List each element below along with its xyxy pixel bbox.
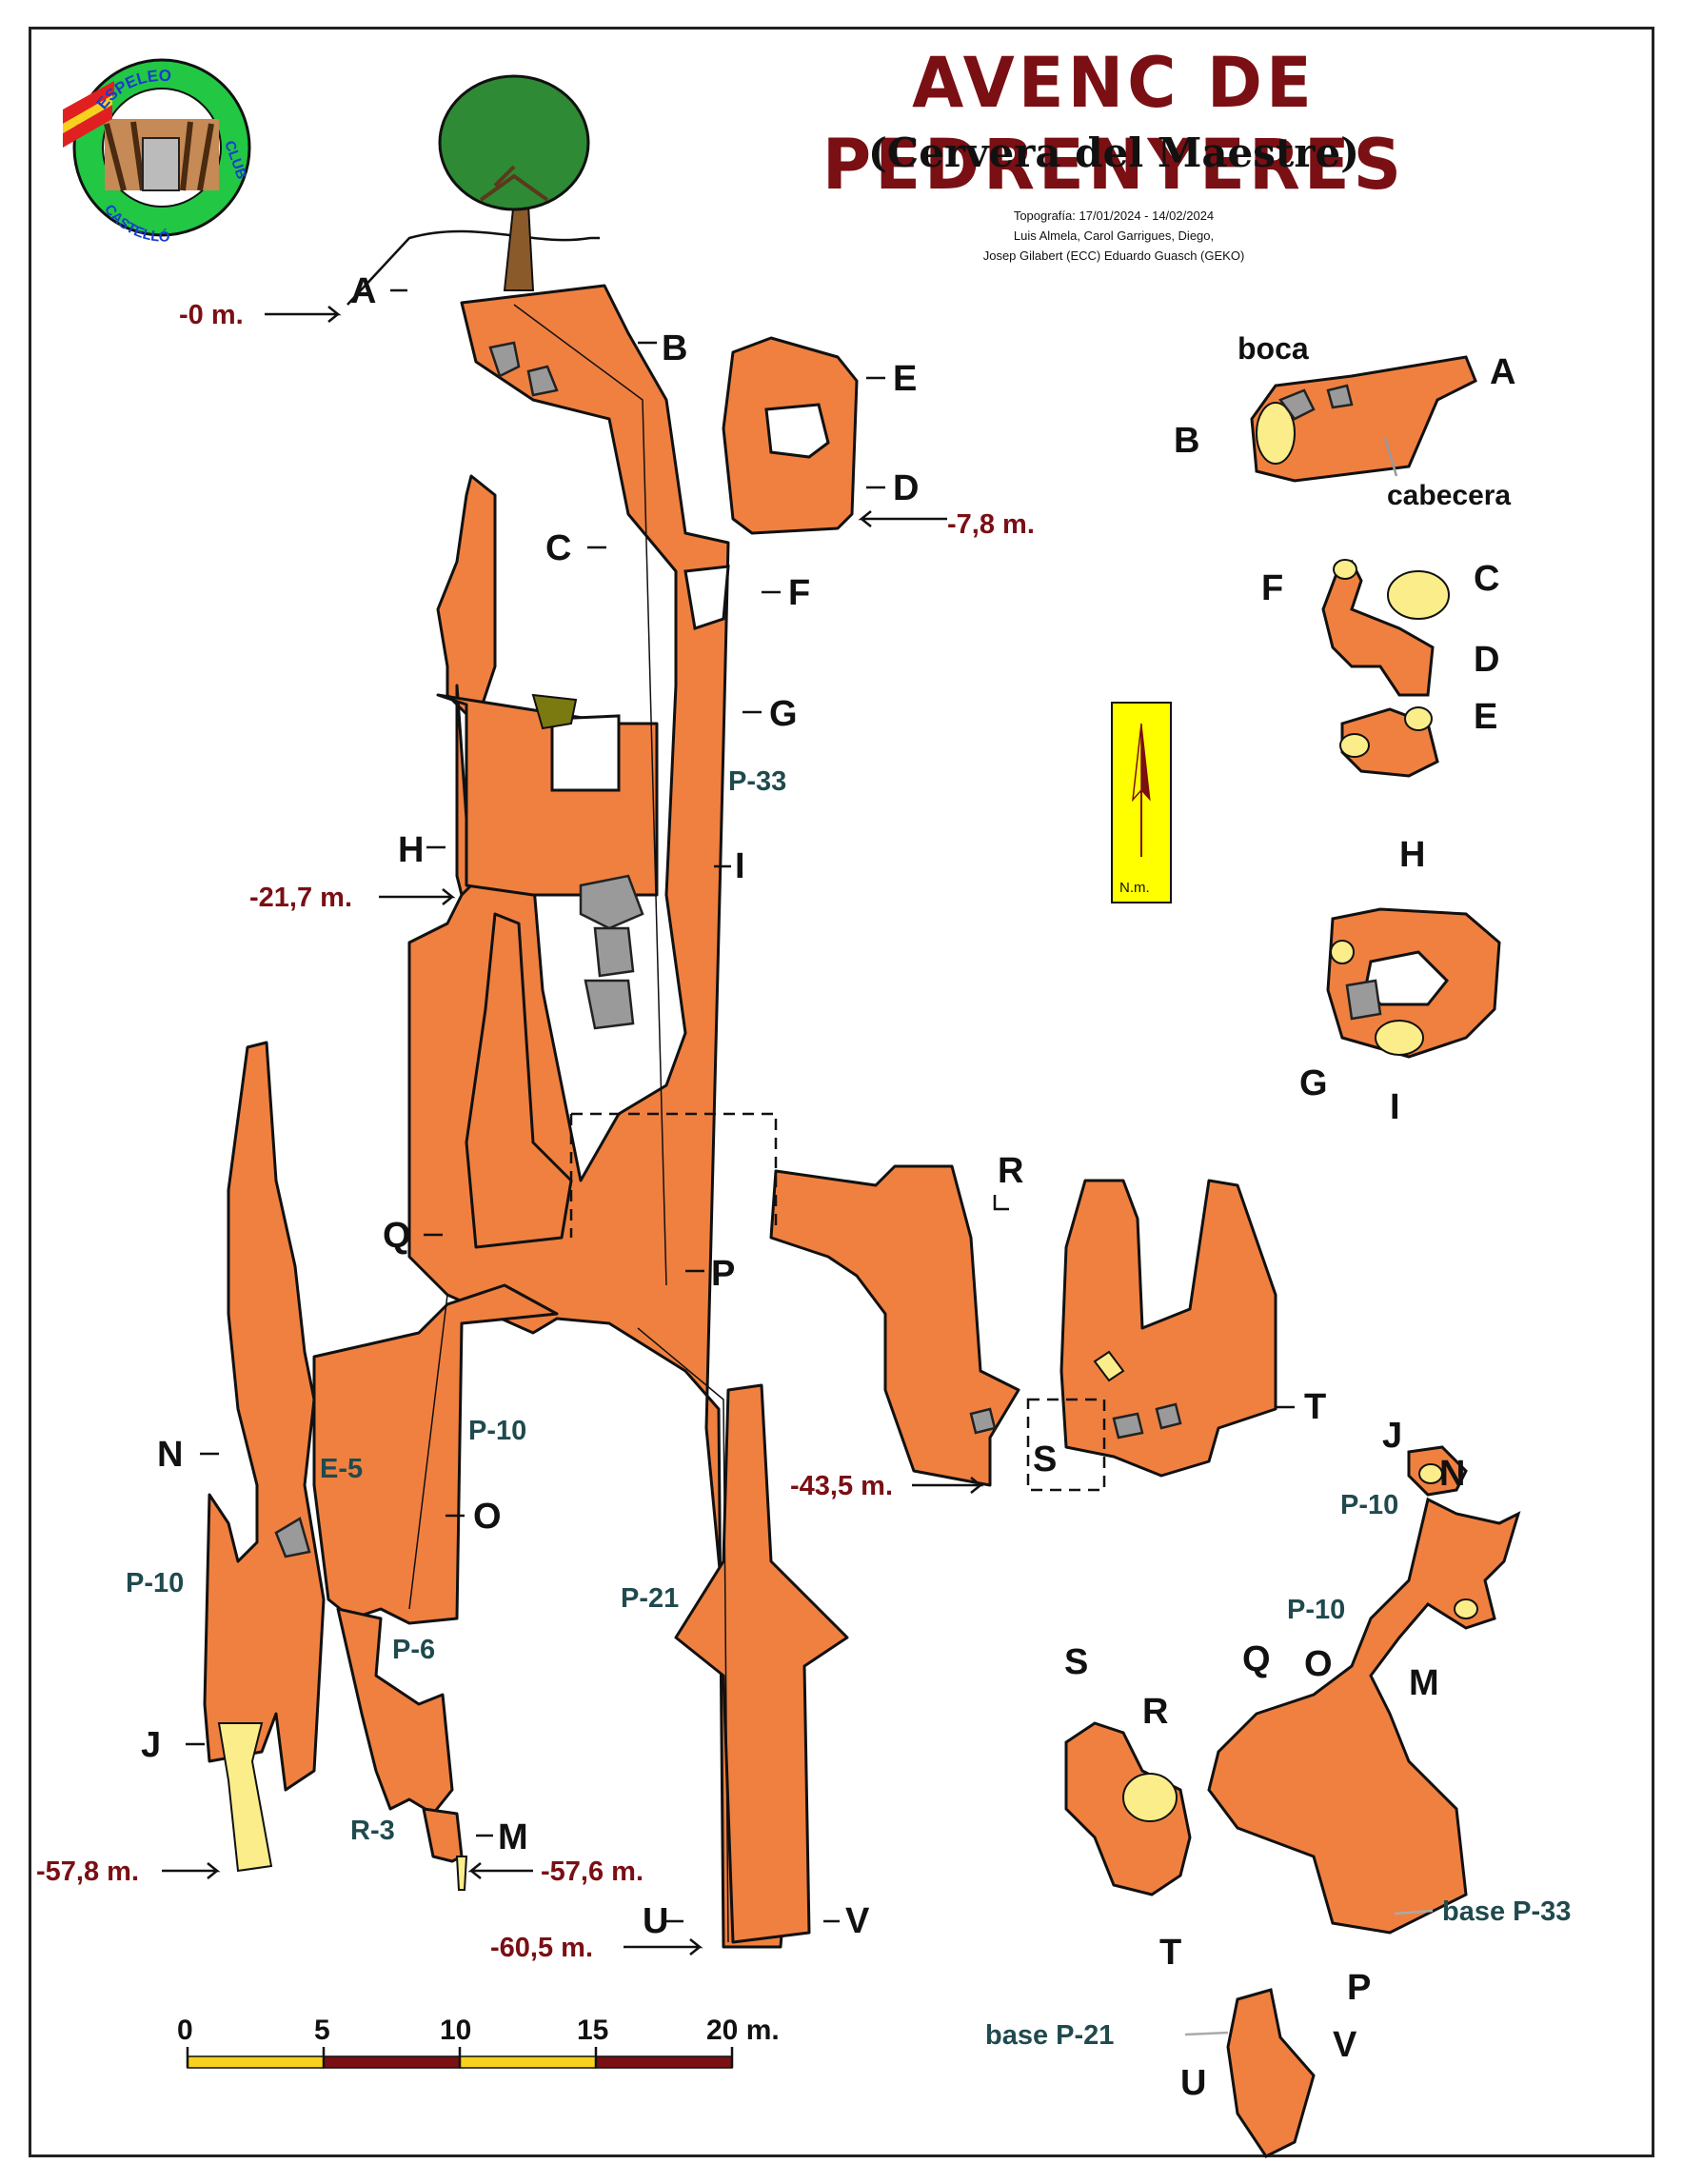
scale-tick-5: 5 (314, 2015, 330, 2046)
depth-57-8: -57,8 m. (36, 1856, 139, 1887)
plan-label-s: S (1064, 1642, 1088, 1682)
label-f: F (788, 573, 810, 613)
label-i: I (735, 846, 745, 886)
plan-label-r: R (1142, 1692, 1168, 1732)
plan-note-base-p33: base P-33 (1442, 1896, 1571, 1927)
credits-line-2: Luis Almela, Carol Garrigues, Diego, (1013, 228, 1215, 243)
plan-pitch-p10-a: P-10 (1340, 1490, 1398, 1520)
plan-label-f: F (1261, 568, 1283, 608)
scale-tick-15: 15 (577, 2015, 608, 2046)
pitch-r3: R-3 (350, 1816, 395, 1846)
label-t: T (1304, 1387, 1326, 1427)
label-g: G (769, 694, 798, 734)
pitch-p10-left: P-10 (126, 1568, 184, 1598)
plan-label-u: U (1180, 2063, 1206, 2103)
label-u: U (643, 1901, 668, 1941)
plan-label-m: M (1409, 1663, 1439, 1703)
north-arrow: N.m. (1111, 702, 1172, 903)
plan-label-c: C (1474, 559, 1499, 599)
plan-label-h: H (1399, 835, 1425, 875)
pitch-p33: P-33 (728, 766, 786, 797)
plan-pitch-p10-b: P-10 (1287, 1595, 1345, 1625)
cross-sections: boca A B cabecera F C D E H G I N J O M (985, 331, 1571, 2158)
north-label: N.m. (1119, 880, 1150, 896)
plan-label-i: I (1390, 1087, 1400, 1127)
plan-label-v: V (1333, 2025, 1357, 2065)
plan-note-boca: boca (1238, 331, 1309, 366)
label-q: Q (383, 1216, 411, 1256)
depth-43-5: -43,5 m. (790, 1471, 893, 1501)
depth-markers: -0 m. -7,8 m. -21,7 m. -43,5 m. -57,8 m.… (36, 300, 1035, 1963)
elevation-labels: A B C D E F G H I P Q R S T N O J M U V (141, 271, 1326, 1941)
plan-label-n: N (1439, 1454, 1465, 1494)
label-e: E (893, 359, 917, 399)
label-a: A (350, 271, 376, 311)
map-title: AVENC DE PEDRENYERES (822, 41, 1406, 207)
depth-0: -0 m. (179, 300, 244, 330)
label-m: M (498, 1817, 528, 1857)
label-d: D (893, 468, 919, 508)
label-v: V (845, 1901, 870, 1941)
label-b: B (662, 328, 687, 368)
scale-bar: 0 5 10 15 20 m. (177, 2015, 780, 2069)
pitch-p10-upper: P-10 (468, 1416, 526, 1446)
credits-line-1: Topografía: 17/01/2024 - 14/02/2024 (1013, 208, 1215, 223)
label-c: C (545, 528, 571, 568)
plan-label-b: B (1174, 421, 1199, 461)
depth-60-5: -60,5 m. (490, 1933, 593, 1963)
map-subtitle: (Cervera del Maestre) (867, 129, 1360, 176)
plan-label-a: A (1490, 352, 1515, 392)
map-frame (29, 27, 1654, 2157)
label-o: O (473, 1497, 502, 1537)
cave-elevation (203, 284, 1277, 1949)
survey-credits: Topografía: 17/01/2024 - 14/02/2024 Luis… (904, 206, 1323, 266)
plan-label-t: T (1159, 1933, 1181, 1973)
plan-label-g: G (1299, 1063, 1328, 1103)
plan-note-base-p21: base P-21 (985, 2020, 1114, 2051)
club-logo: ESPELEO CLUB CASTELLÓ (63, 58, 251, 246)
label-n: N (157, 1435, 183, 1475)
pitch-e5: E-5 (320, 1454, 363, 1484)
plan-label-p: P (1347, 1968, 1371, 2008)
pitch-p6: P-6 (392, 1635, 435, 1665)
surface-tree (346, 74, 600, 306)
plan-label-j: J (1382, 1416, 1402, 1456)
label-s: S (1033, 1439, 1057, 1479)
label-p: P (711, 1254, 735, 1294)
label-h: H (398, 830, 424, 870)
plan-label-e: E (1474, 697, 1497, 737)
plan-label-o: O (1304, 1644, 1333, 1684)
depth-21-7: -21,7 m. (249, 883, 352, 913)
plan-label-d: D (1474, 640, 1499, 680)
scale-tick-20: 20 m. (706, 2015, 780, 2046)
pitch-p21: P-21 (621, 1583, 679, 1614)
credits-line-3: Josep Gilabert (ECC) Eduardo Guasch (GEK… (982, 248, 1245, 263)
plan-label-q: Q (1242, 1639, 1271, 1679)
depth-57-6: -57,6 m. (541, 1856, 644, 1887)
pitch-labels: P-33 P-10 E-5 P-10 P-6 R-3 P-21 (126, 766, 786, 1846)
label-j: J (141, 1725, 161, 1765)
depth-7-8: -7,8 m. (947, 509, 1035, 540)
label-r: R (998, 1151, 1023, 1191)
scale-tick-0: 0 (177, 2015, 193, 2046)
plan-note-cabecera: cabecera (1387, 480, 1511, 511)
scale-tick-10: 10 (440, 2015, 471, 2046)
